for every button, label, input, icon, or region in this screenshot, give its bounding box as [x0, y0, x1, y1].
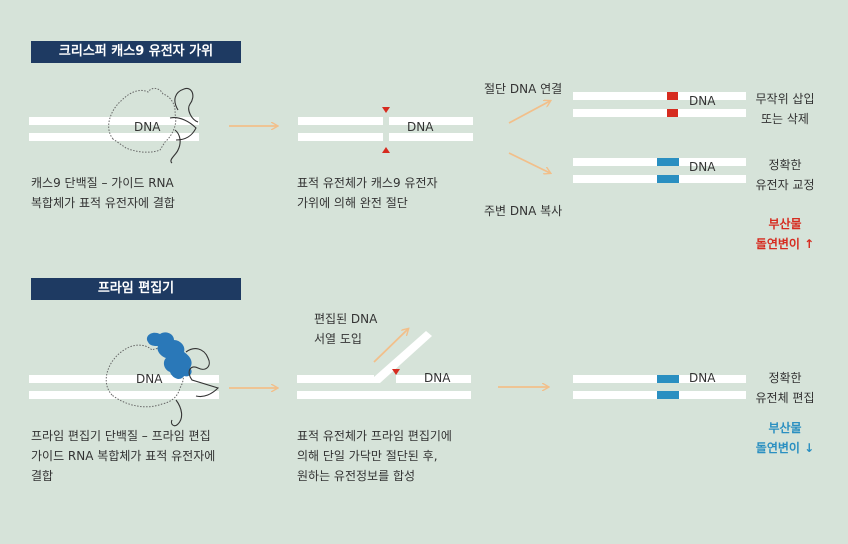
text-line: 의해 단일 가닥만 절단된 후, [297, 449, 438, 463]
branch-bottom-label: 주변 DNA 복사 [484, 204, 563, 218]
text-line: 정확한 [768, 158, 802, 172]
text-line: 결합 [31, 469, 54, 483]
dna-label: DNA [407, 120, 434, 134]
text-line: 캐스9 단백질 – 가이드 RNA [31, 176, 174, 190]
prime-insert-label: 편집된 DNA 서열 도입 [314, 309, 377, 349]
dna-label: DNA [424, 371, 451, 385]
dna-label: DNA [134, 120, 161, 134]
cut-marker-top [382, 107, 390, 113]
prime-step2-desc: 표적 유전체가 프라임 편집기에 의해 단일 가닥만 절단된 후, 원하는 유전… [297, 426, 452, 486]
pegrna [170, 348, 220, 427]
text-line: 표적 유전체가 프라임 편집기에 [297, 429, 452, 443]
arrow-branch-top [508, 101, 550, 124]
text-line: 부산물 [768, 217, 802, 231]
edit-mark-bottom [657, 175, 679, 183]
prime-step1-desc: 프라임 편집기 단백질 – 프라임 편집 가이드 RNA 복합체가 표적 유전자… [31, 426, 215, 486]
outcome-random-indel: 무작위 삽입 또는 삭제 [748, 89, 822, 129]
text-line: 원하는 유전정보를 합성 [297, 469, 416, 483]
text-line: 유전체 편집 [755, 391, 815, 405]
crispr-step1-desc: 캐스9 단백질 – 가이드 RNA 복합체가 표적 유전자에 결합 [31, 173, 175, 213]
arrow-insert [373, 329, 408, 363]
dna-label: DNA [136, 372, 163, 386]
cut-marker-bottom [382, 147, 390, 153]
text-line: 유전자 교정 [755, 178, 815, 192]
text-line: 복합체가 표적 유전자에 결합 [31, 196, 175, 210]
text-line: 정확한 [768, 371, 802, 385]
reverse-transcriptase-blob [146, 332, 192, 379]
text-line: 편집된 DNA [314, 312, 378, 326]
prime-byproduct: 부산물 돌연변이 ↓ [748, 418, 822, 458]
indel-mark-top [667, 92, 678, 100]
dna-label: DNA [689, 160, 716, 174]
crispr-byproduct: 부산물 돌연변이 ↑ [748, 214, 822, 254]
text-line: 표적 유전체가 캐스9 유전자 [297, 176, 438, 190]
dna-strand-top [29, 117, 199, 125]
dna-strand-bottom [29, 133, 199, 141]
prime-outcome: 정확한 유전체 편집 [748, 368, 822, 408]
edit-mark-top [657, 158, 679, 166]
arrow-branch-bottom [508, 152, 550, 173]
prime-section-title: 프라임 편집기 [31, 278, 241, 300]
outcome-precise-correction: 정확한 유전자 교정 [748, 155, 822, 195]
cas9-protein-outline [108, 87, 177, 153]
text-line: 돌연변이 ↓ [755, 441, 815, 455]
edited-flap-strand [374, 331, 432, 383]
crispr-section-title: 크리스퍼 캐스9 유전자 가위 [31, 41, 241, 63]
prime-edit-mark-top [657, 375, 679, 383]
prime-edit-mark-bottom [657, 391, 679, 399]
text-line: 무작위 삽입 [755, 92, 815, 106]
text-line: 서열 도입 [314, 332, 362, 346]
dna-label: DNA [689, 94, 716, 108]
crispr-step2-desc: 표적 유전체가 캐스9 유전자 가위에 의해 완전 절단 [297, 173, 438, 213]
text-line: 프라임 편집기 단백질 – 프라임 편집 [31, 429, 211, 443]
text-line: 또는 삭제 [761, 112, 809, 126]
text-line: 가위에 의해 완전 절단 [297, 196, 408, 210]
text-line: 돌연변이 ↑ [755, 237, 815, 251]
text-line: 가이드 RNA 복합체가 표적 유전자에 [31, 449, 216, 463]
text-line: 부산물 [768, 421, 802, 435]
nick-marker [392, 369, 400, 375]
dna-label: DNA [689, 371, 716, 385]
guide-rna [170, 87, 199, 164]
indel-mark-bottom [667, 109, 678, 117]
branch-top-label: 절단 DNA 연결 [484, 82, 563, 96]
